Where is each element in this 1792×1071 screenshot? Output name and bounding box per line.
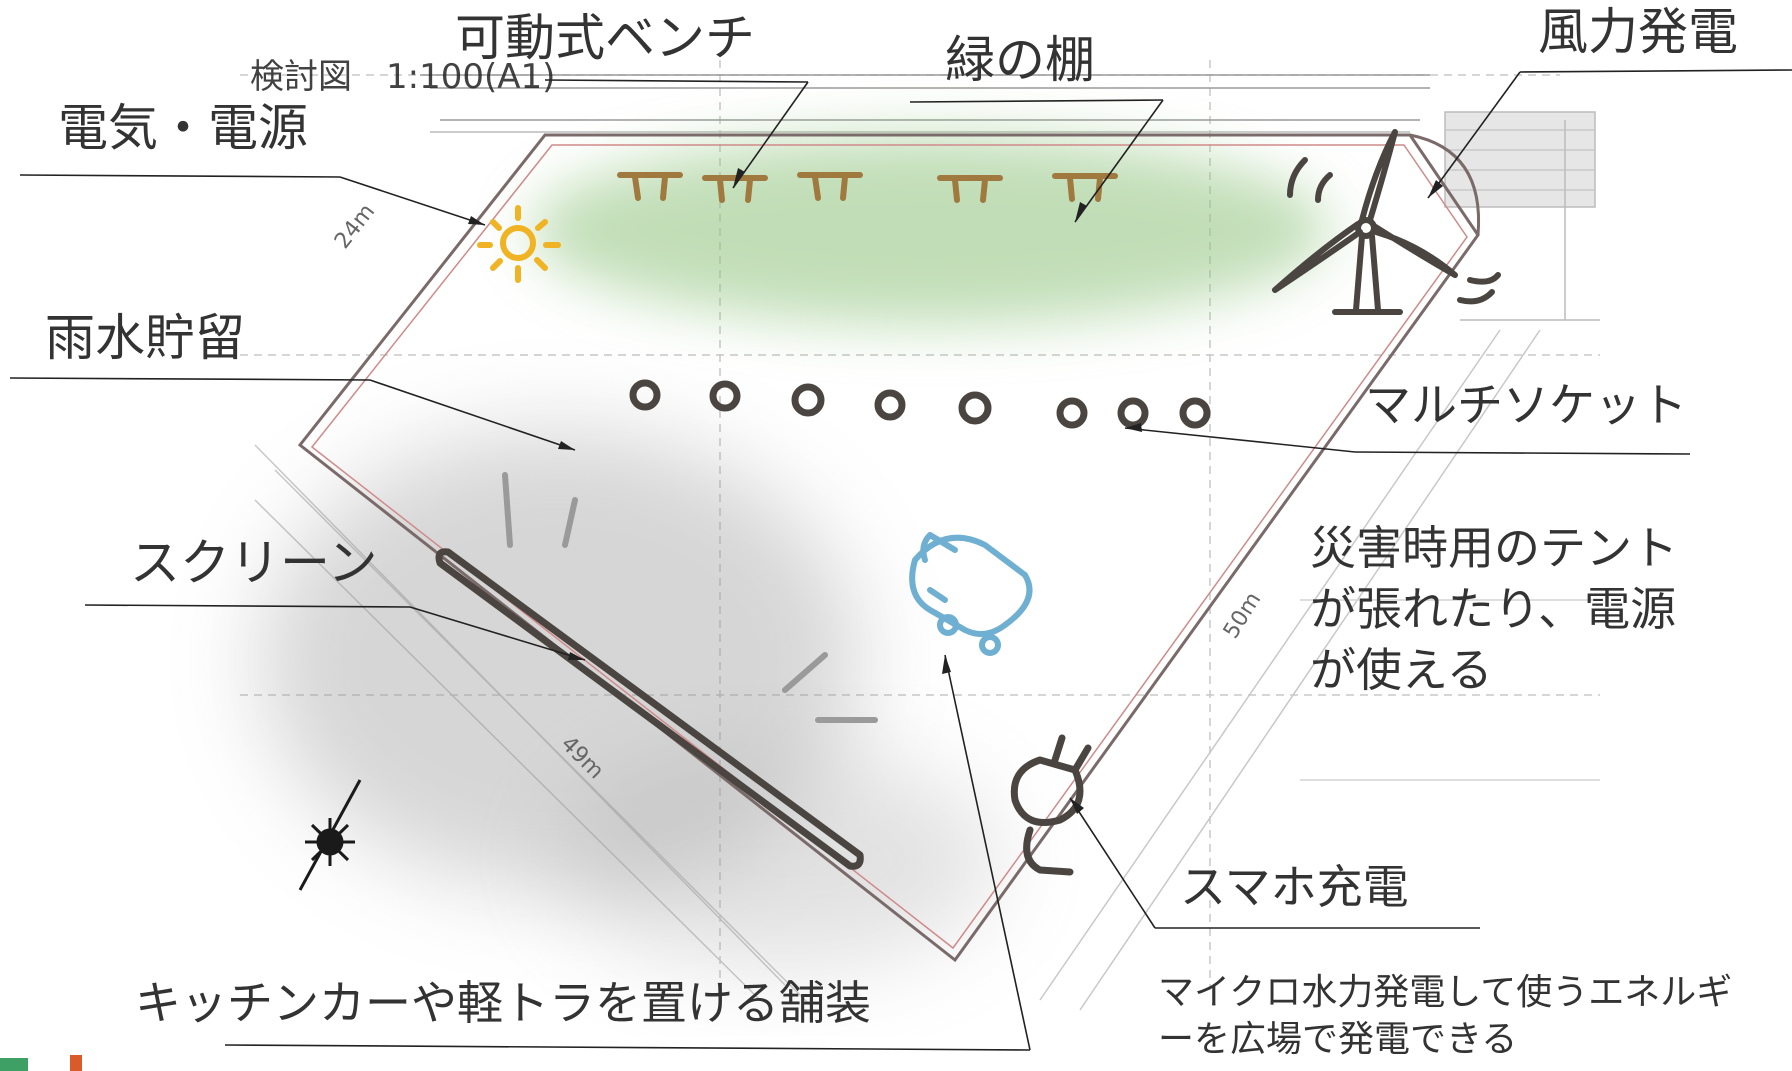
leader-arrowheads xyxy=(468,168,1443,814)
leader-lines xyxy=(9,69,1792,1051)
car-icon xyxy=(909,532,1033,656)
label-screen: スクリーン xyxy=(130,534,378,592)
socket-icon xyxy=(709,380,741,412)
socket-icon xyxy=(629,379,661,411)
site-boundary-inner xyxy=(310,144,1468,950)
socket-icon xyxy=(791,383,825,417)
bench-icon xyxy=(797,172,863,201)
socket-icon xyxy=(1179,397,1211,429)
sketch-strokes xyxy=(502,472,878,723)
label-kitchen-paving: キッチンカーや軽トラを置ける舗装 xyxy=(135,976,871,1030)
socket-row xyxy=(629,379,1211,429)
dimension-24m: 24m xyxy=(330,199,380,253)
socket-icon xyxy=(1117,397,1149,429)
label-green-shelf: 緑の棚 xyxy=(945,31,1095,89)
label-micro-hydro: マイクロ水力発電して使うエネルギーを広場で発電できる xyxy=(1158,972,1733,1060)
label-disaster-tent: 災害時用のテントが張れたり、電源が使える xyxy=(1310,521,1678,698)
bench-row xyxy=(617,172,1118,203)
socket-icon xyxy=(874,389,906,421)
plan-title: 検討図 1:100(A1) xyxy=(250,57,555,97)
green-wash-area xyxy=(530,135,1330,325)
corner-mark xyxy=(70,1055,82,1071)
label-electricity: 電気・電源 xyxy=(58,99,308,157)
dimension-50m: 50m xyxy=(1219,588,1266,643)
gray-wash-area-2 xyxy=(560,750,1000,970)
sun-icon xyxy=(477,205,561,283)
bench-icon xyxy=(937,175,1003,203)
corner-mark xyxy=(0,1058,28,1071)
socket-icon xyxy=(1056,397,1088,429)
screen-structure xyxy=(435,548,864,870)
socket-icon xyxy=(958,391,992,425)
label-multi-socket: マルチソケット xyxy=(1365,378,1687,432)
bench-icon xyxy=(702,175,768,203)
label-movable-bench: 可動式ベンチ xyxy=(455,9,755,67)
wind-turbine-icon xyxy=(1272,129,1501,315)
plug-icon xyxy=(1010,734,1092,876)
compass-icon xyxy=(298,779,362,891)
site-corner-curve xyxy=(1409,133,1481,236)
site-boundary xyxy=(297,133,1480,963)
bench-icon xyxy=(617,172,683,201)
label-rainwater: 雨水貯留 xyxy=(45,309,245,367)
label-wind-power: 風力発電 xyxy=(1538,3,1738,61)
label-phone-charge: スマホ充電 xyxy=(1180,860,1409,914)
